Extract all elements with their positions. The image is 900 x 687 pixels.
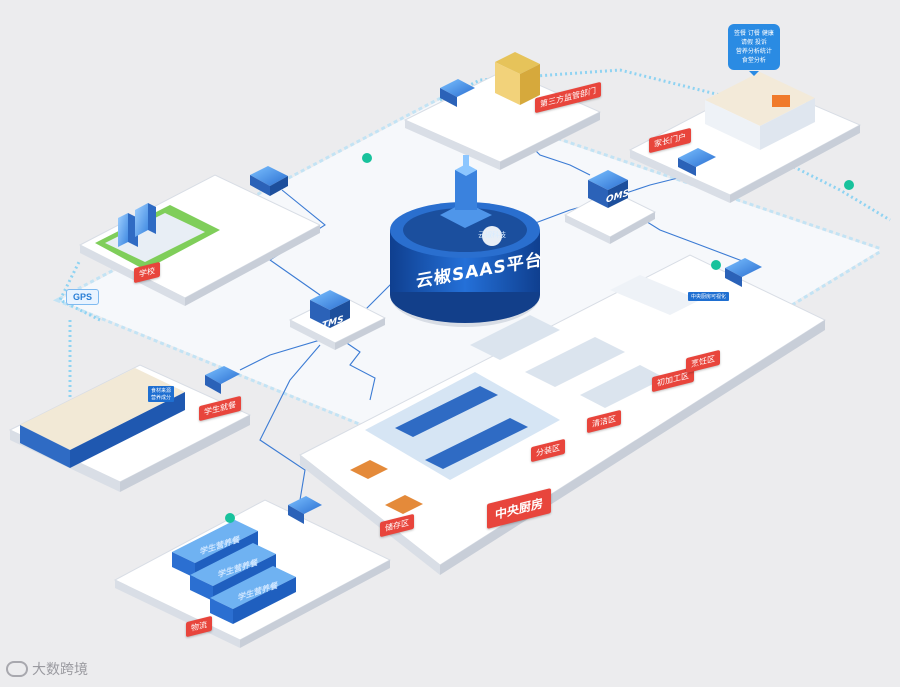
watermark-text: 大数跨境: [32, 659, 88, 679]
gps-label: GPS: [66, 289, 99, 305]
watermark: 大数跨境: [6, 659, 88, 679]
classroom-platform: [10, 365, 250, 492]
kitchen-screen-label: 中央厨房可视化: [688, 292, 729, 301]
classroom-bubble-line-1: 食材来源: [151, 387, 171, 394]
bubble-line-2: 请假 投诉: [734, 38, 774, 47]
hub-logo-label: 云椒科技: [478, 230, 506, 240]
logistics-platform: [115, 496, 390, 648]
bubble-line-4: 食堂分析: [734, 56, 774, 65]
bubble-line-1: 签餐 订餐 健康: [734, 29, 774, 38]
classroom-bubble-line-2: 营养成分: [151, 394, 171, 401]
watermark-logo-icon: [6, 661, 28, 677]
classroom-bubble: 食材来源 营养成分: [148, 386, 174, 402]
parents-info-bubble: 签餐 订餐 健康 请假 投诉 营养分析统计 食堂分析: [728, 24, 780, 70]
bubble-line-3: 营养分析统计: [734, 47, 774, 56]
